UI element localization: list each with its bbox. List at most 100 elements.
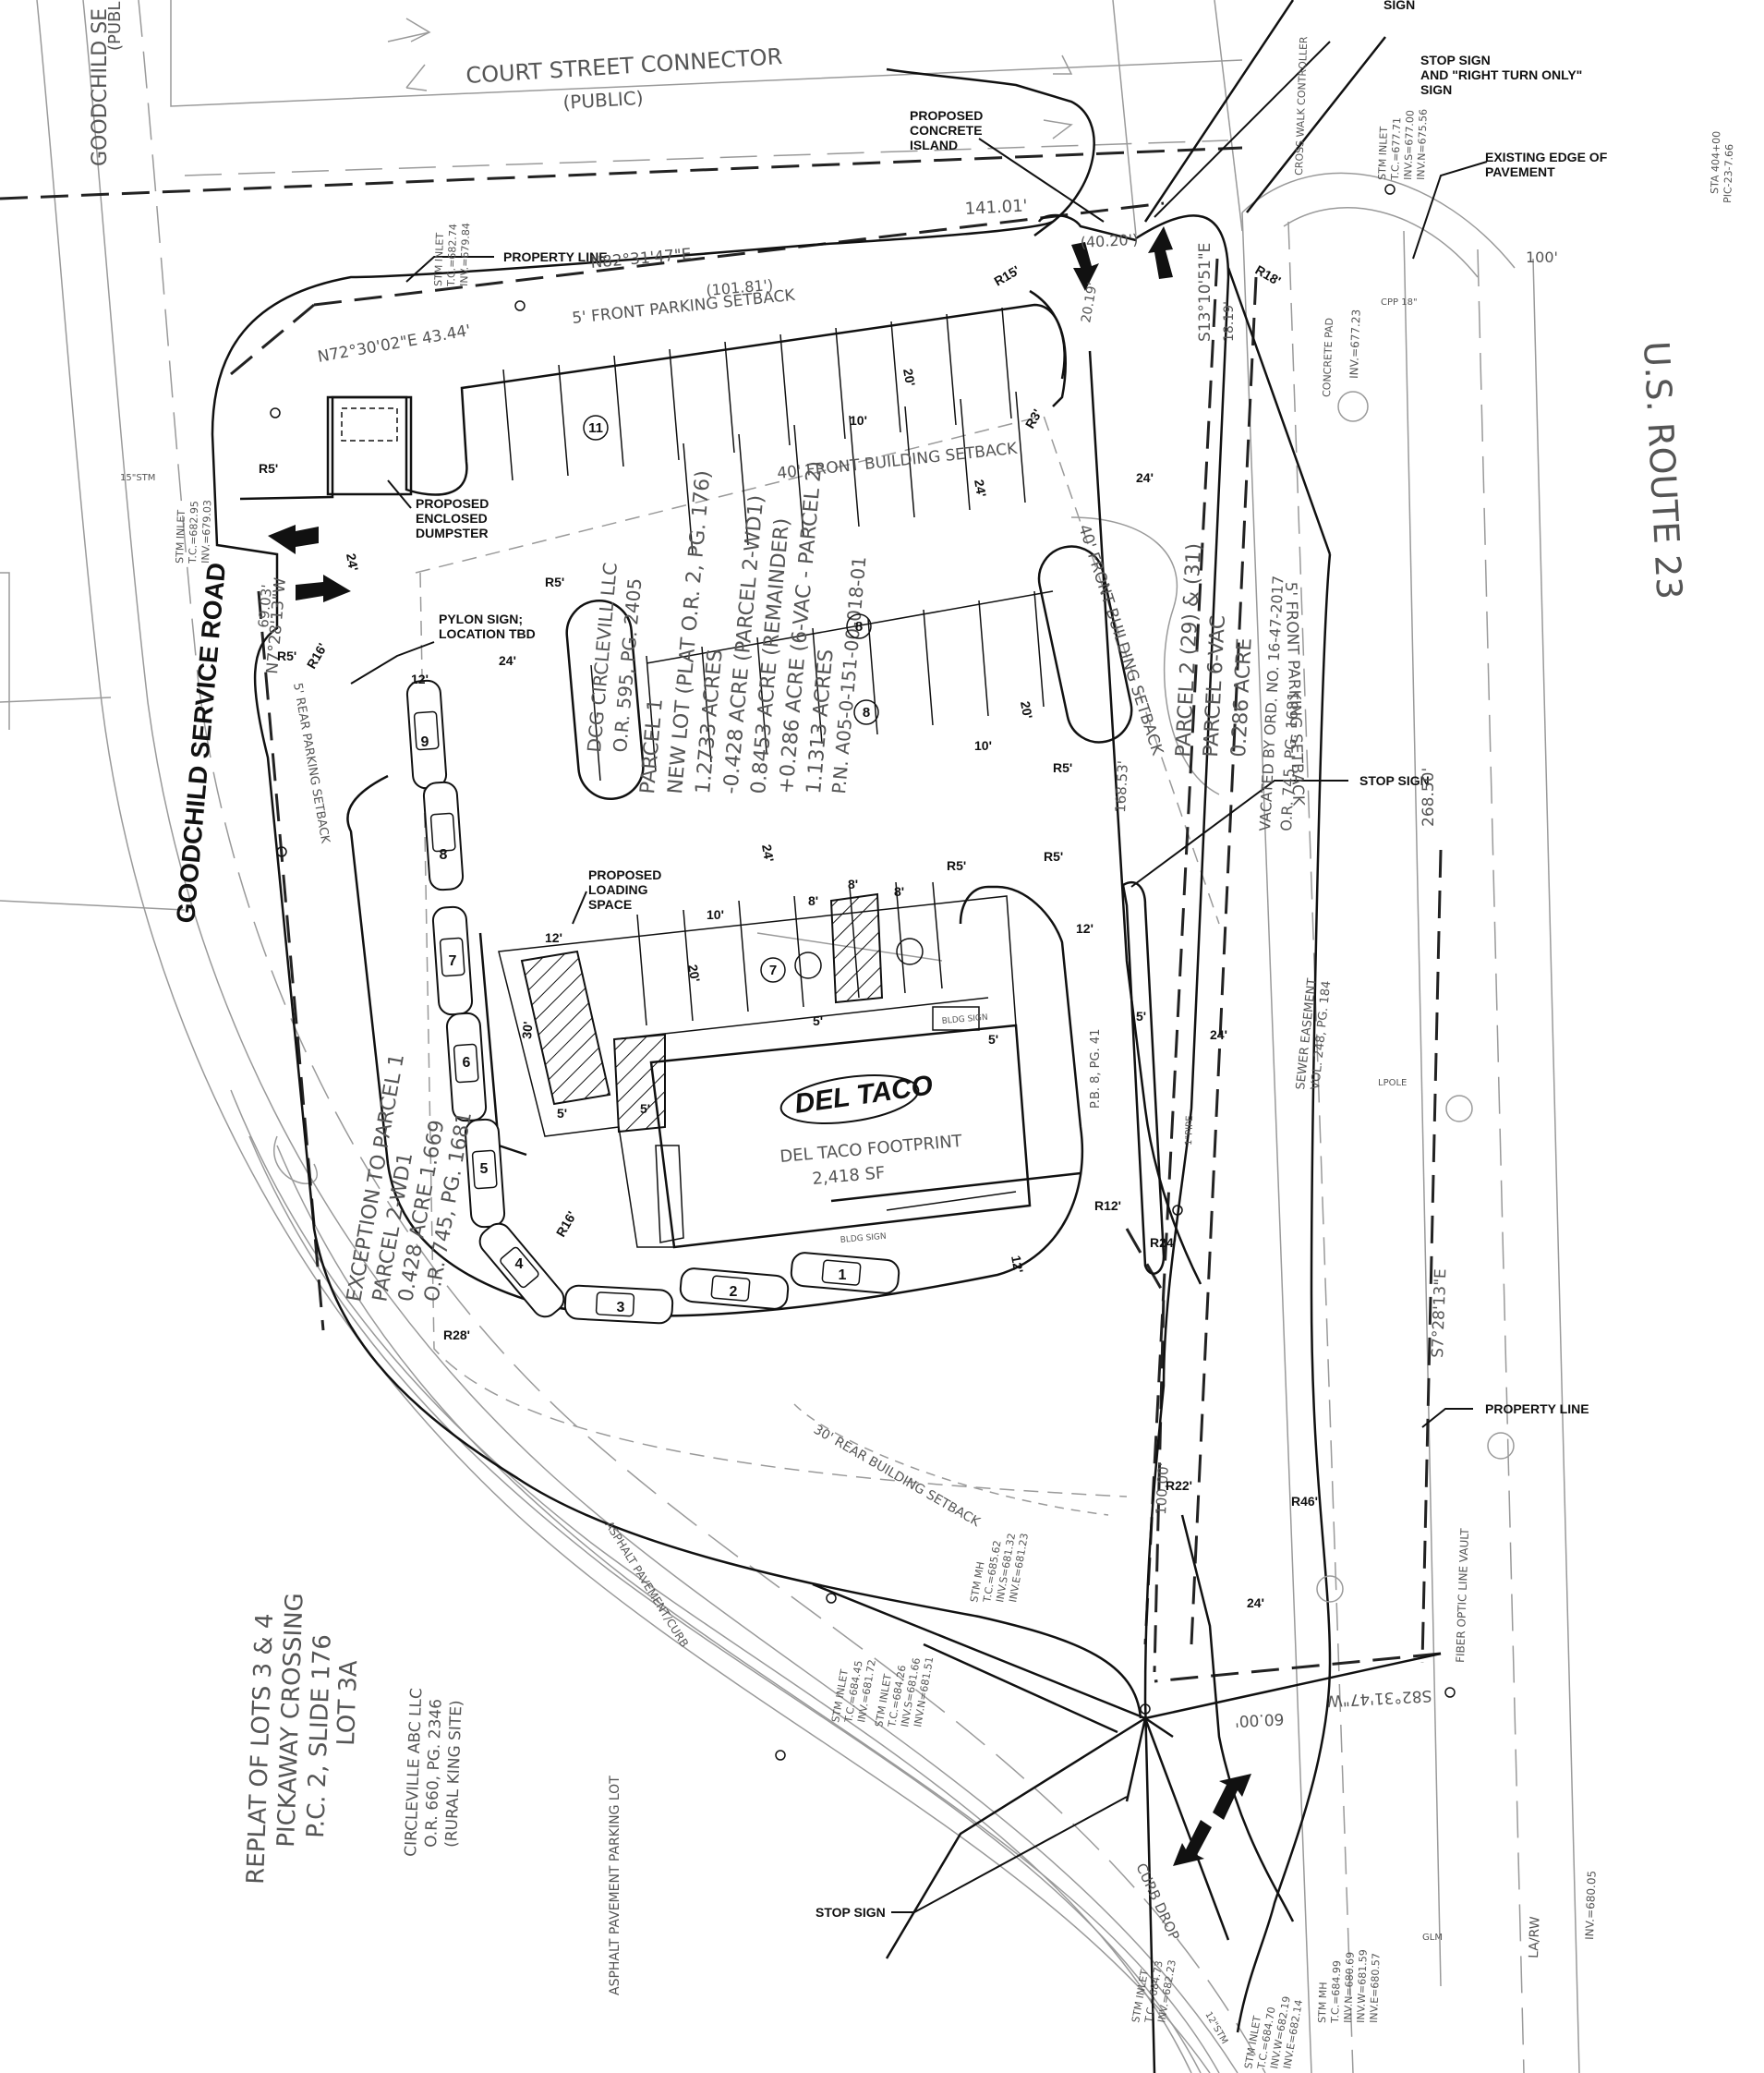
car-number-2: 2 [730,1284,738,1300]
arrow-north-bottom [1213,1774,1251,1820]
dim-18-19: 18.19' [1222,301,1237,342]
dim-24-b: 24' [499,653,516,668]
r15: R15' [992,262,1022,288]
util-pic: PIC-23-7.66 [1722,144,1735,203]
route-23-label: U.S. ROUTE 23 [1636,340,1690,600]
dim-12-c: 12' [1076,921,1093,936]
concrete-island-2: CONCRETE [910,123,983,138]
front-building-setback: 40' FRONT BUILDING SETBACK [776,440,1019,483]
r24: R24' [1150,1235,1177,1250]
util-inv-mh-b-1: INV.N=680.69 [1342,1952,1357,2023]
util-inv-677: INV.=677.23 [1347,309,1363,379]
court-street-public-label: (PUBLIC) [562,87,644,114]
util-tc-mh-b: T.C.=684.99 [1329,1960,1343,2024]
arrow-east [296,575,351,602]
util-tc-top: T.C.=682.74 [445,224,459,287]
dim-10-a: 10' [850,413,867,428]
cars [405,679,900,1325]
loading-3: SPACE [588,897,632,912]
circleville-2: O.R. 660, PG. 2346 [422,1699,446,1848]
dim-10-b: 10' [974,738,992,753]
concrete-pad-text: CONCRETE PAD [1321,318,1335,397]
dim-20-a: 20' [900,368,918,387]
util-lpole: LPOLE [1378,1078,1407,1088]
util-inv-mh-b-3: INV.E=680.57 [1368,1953,1383,2023]
util-ipipe: 1"PIPE [1184,1115,1195,1146]
util-larw: LA/RW [1527,1916,1543,1958]
r16-a: R16' [304,640,330,671]
parking-count-11-text: 11 [588,420,603,436]
dim-5-b: 5' [988,1032,998,1047]
site-curbs [211,67,1442,2073]
util-glm: GLM [1422,1933,1443,1943]
dim-60: 60.00' [1234,1709,1284,1730]
dim-24-d: 24' [972,479,989,498]
top-parking-stalls [502,307,1054,1040]
curb-drop-text: CURB DROP [1132,1861,1182,1943]
dim-69: 69.03' [255,584,275,628]
dim-24-a: 24' [344,552,361,572]
util-inv-left: INV.=679.03 [199,500,213,564]
util-tc-left: T.C.=682.95 [187,501,200,564]
property-line-top: PROPERTY LINE [503,249,608,264]
r5-b: R5' [545,575,564,589]
loading-2: LOADING [588,882,648,897]
accessible-parking-symbols [794,938,924,979]
right-parcel-2: PARCEL 6-VAC [1200,614,1230,758]
callout-leaders [350,41,1488,1913]
car-number-8: 8 [440,847,448,863]
del-taco-logo: DEL TACO [779,1070,935,1124]
r16-b: R16' [553,1208,579,1239]
asphalt-lot-text: ASPHALT PAVEMENT PARKING LOT [608,1776,622,1995]
parking-count-7: 7 [760,957,786,983]
pylon-1: PYLON SIGN; [439,612,523,626]
survey-points [270,184,1456,1761]
r12: R12' [1094,1198,1121,1213]
dim-141: 141.01' [964,196,1028,219]
existing-edge-2: PAVEMENT [1485,164,1555,179]
bearing-right: S13°10'51"E [1196,243,1214,342]
dim-20-c: 20' [685,964,703,983]
easement-left-text: P.B. 8, PG. 41 [1089,1029,1103,1109]
car-number-5: 5 [480,1161,489,1177]
stop-sign-rto-1: STOP SIGN [1420,53,1491,67]
footprint-area: 2,418 SF [812,1163,887,1189]
dim-12-a: 12' [411,672,429,686]
util-inv-tr-2: INV.N=675.56 [1415,109,1430,180]
dim-100: 100' [1526,249,1558,266]
concrete-island-3: ISLAND [910,138,958,152]
dumpster-3: DUMPSTER [416,526,489,540]
car-number-6: 6 [463,1055,471,1071]
dim-5-a: 5' [813,1013,823,1028]
arrow-south-top [1071,242,1099,291]
dim-8-c: 8' [894,884,904,899]
bearing-nw: N72°30'02"E 43.44' [316,321,472,367]
r28: R28' [443,1327,470,1342]
util-inv-mh-b-2: INV.W=681.59 [1355,1949,1370,2023]
front-building-setback-right: 40' FRONT BUILDING SETBACK [1074,522,1166,758]
arrow-south-bottom [1173,1820,1212,1866]
dim-24-g: 24' [1247,1595,1264,1610]
r5-d: R5' [1053,760,1072,775]
dumpster-2: ENCLOSED [416,511,488,526]
car-number-7: 7 [449,953,457,969]
parking-count-11: 11 [583,415,609,441]
cross-walk-text: CROSS WALK CONTROLLER [1293,36,1310,176]
util-inv-680: INV.=680.05 [1583,1871,1599,1940]
footprint-label: DEL TACO FOOTPRINT [779,1132,964,1167]
parcel-label: PARCEL 1 [636,697,668,794]
stop-sign-rto-3: SIGN [1420,82,1452,97]
dim-30: 30' [519,1021,536,1039]
dim-168: 168.53' [1112,760,1131,813]
car-number-3: 3 [617,1300,625,1315]
dim-8-b: 8' [848,877,858,891]
goodchild-road-label: GOODCHILD SERVICE ROAD [171,562,231,925]
r46: R46' [1291,1494,1318,1509]
r3: R3' [1022,406,1045,430]
bearing-right2: S7°28'13"E [1429,1268,1450,1358]
arrow-west [268,525,319,554]
dim-5-c: 5' [640,1101,650,1116]
property-line-right: PROPERTY LINE [1485,1401,1589,1416]
rear-building-setback: 30' REAR BUILDING SETBACK [811,1423,983,1531]
util-cpp: CPP 18" [1381,297,1418,308]
